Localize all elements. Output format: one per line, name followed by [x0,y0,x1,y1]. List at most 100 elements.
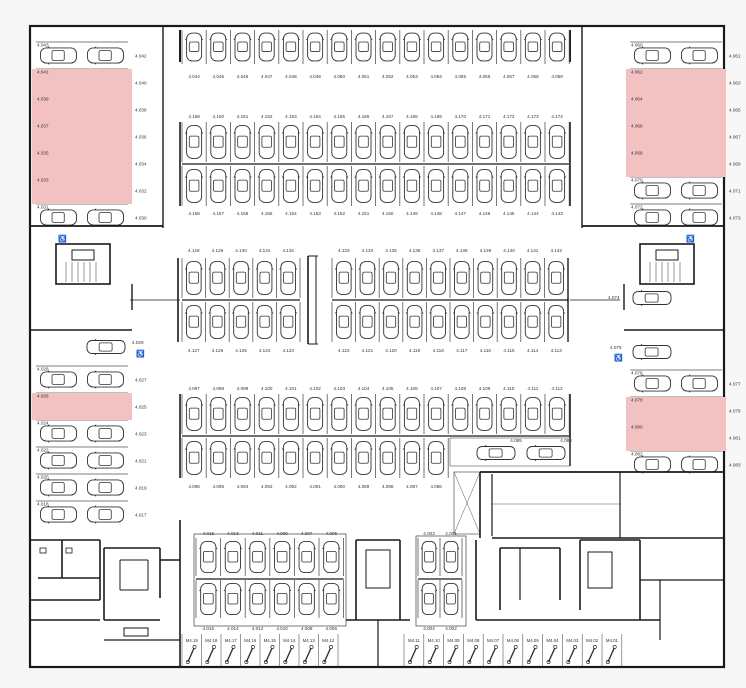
stall-number: 4.121 [362,348,374,353]
right-single-stall: ♿ [614,343,672,362]
car-icon [281,441,300,475]
parking-stall [229,30,252,64]
stall-number: 4.114 [527,348,539,353]
stall-number: 4.013 [227,531,239,536]
car-icon [40,424,77,443]
stall-number: 4.037 [37,124,49,129]
parking-stall [375,438,397,478]
car-icon [382,261,400,295]
stall-number: 4.109 [479,386,491,391]
parking-stall [302,166,325,206]
car-icon [209,125,228,159]
car-icon [184,261,203,295]
block4-upper-stalls [181,394,570,437]
car-icon [452,305,471,339]
car-icon [442,540,460,574]
left-single-stall: ♿ [86,338,145,358]
stall-number: 4.028 [37,367,49,372]
car-icon [402,441,421,475]
stall-number: M4.11 [408,638,420,643]
parking-stall-pair [36,473,128,497]
stall-number: 4.116 [480,348,492,353]
parking-stall [205,166,228,206]
car-icon [378,32,397,62]
parking-stall [417,538,438,576]
car-icon [40,478,77,497]
car-icon [297,582,316,616]
stall-number: 4.014 [227,626,239,631]
car-icon [209,441,228,475]
motorcycle-stall [601,634,617,666]
stall-number: 4.105 [382,386,394,391]
motorcycle-stall [259,634,275,666]
stall-number: 4.059 [551,74,563,79]
parking-stall [254,122,276,162]
motorbike-icon [283,645,294,664]
stall-number: 4.034 [135,162,147,167]
parking-stall [275,258,298,298]
stall-number: 4.136 [409,248,421,253]
parking-stall [326,394,349,434]
stall-number: M4.04 [546,638,559,643]
stall-number: 4.171 [479,114,491,119]
parking-stall [471,166,494,206]
stall-number: 4.053 [406,74,418,79]
stall-number: M4.18 [205,638,218,643]
wheelchair-icon: ♿ [614,353,623,362]
motorcycle-stall [298,634,314,666]
block3-lower-left-stalls [181,302,301,342]
stall-number: 4.155 [261,211,273,216]
car-icon [442,582,460,616]
highlighted-stalls [626,96,726,123]
stall-number: 4.075 [610,345,622,350]
parking-stall [520,30,542,64]
stall-number: 4.066 [631,124,643,129]
parking-stall [471,30,494,64]
car-icon [232,261,250,295]
parking-stall [447,122,470,162]
highlighted-stalls [626,69,726,96]
stall-number: 4.032 [135,189,147,194]
stall-number: 4.035 [37,151,49,156]
motorbike-icon [302,645,314,664]
car-icon [475,169,494,203]
parking-stall [252,302,274,342]
parking-stall-pair [630,41,722,65]
stall-number: 4.074 [608,295,620,300]
car-icon [547,305,566,339]
highlighted-stalls [32,177,132,204]
parking-stall [350,122,373,162]
motorcycle-stall [542,634,558,666]
car-icon [634,181,671,200]
parking-stall [471,394,494,434]
stall-number: 4.022 [37,448,49,453]
stall-number: 4.169 [430,114,442,119]
parking-stall [278,122,300,162]
stall-number: 4.038 [135,108,147,113]
car-icon [40,46,77,65]
car-icon [40,451,77,470]
motorbike-icon [566,645,578,664]
car-icon [547,261,566,295]
stall-number: 4.101 [285,386,297,391]
stall-number: 4.004 [423,626,435,631]
parking-stall-pair [36,419,128,443]
car-icon [451,125,470,159]
stall-number: 4.164 [309,114,321,119]
motorcycle-stalls-right [403,634,623,666]
car-icon [402,169,421,203]
car-icon [87,505,124,524]
car-icon [257,169,276,203]
car-icon [523,125,542,159]
parking-stall [326,122,349,162]
stall-number: 4.086 [430,484,442,489]
car-icon [429,261,448,295]
stall-number: 4.156 [237,211,249,216]
parking-stall [326,30,349,64]
stall-number: M4.08 [467,638,480,643]
car-icon [255,261,274,295]
car-icon [86,338,126,356]
car-icon [548,169,567,203]
parking-stall [473,258,495,298]
stall-number: 4.049 [309,74,321,79]
